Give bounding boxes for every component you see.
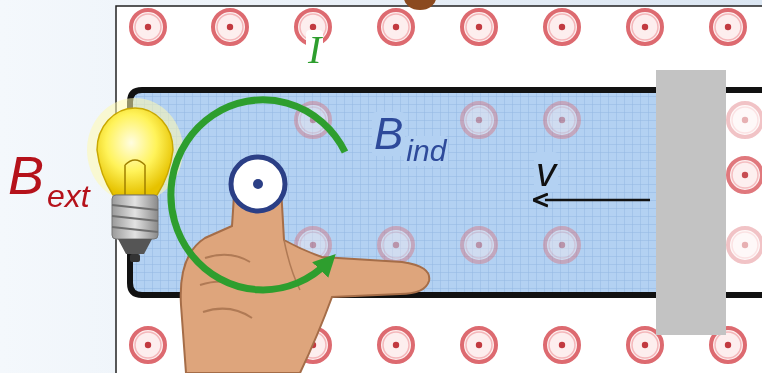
right-hand: [181, 172, 430, 373]
field-label: B: [372, 112, 405, 156]
velocity-arrow: [545, 199, 650, 202]
field-panel: [116, 6, 762, 373]
current-label: I: [306, 30, 323, 70]
out-of-page-symbol: [231, 157, 285, 211]
field-subscript: ind: [404, 136, 448, 166]
field-label: B: [6, 148, 46, 202]
current-loop-arrow: [171, 100, 345, 290]
field-subscript: ext: [45, 180, 92, 212]
velocity-label: v: [534, 152, 558, 192]
cropped-object: [404, 0, 436, 10]
field-symbols-right: [728, 158, 762, 192]
sliding-bar: [656, 70, 726, 335]
field-symbols-outside: [131, 10, 745, 362]
